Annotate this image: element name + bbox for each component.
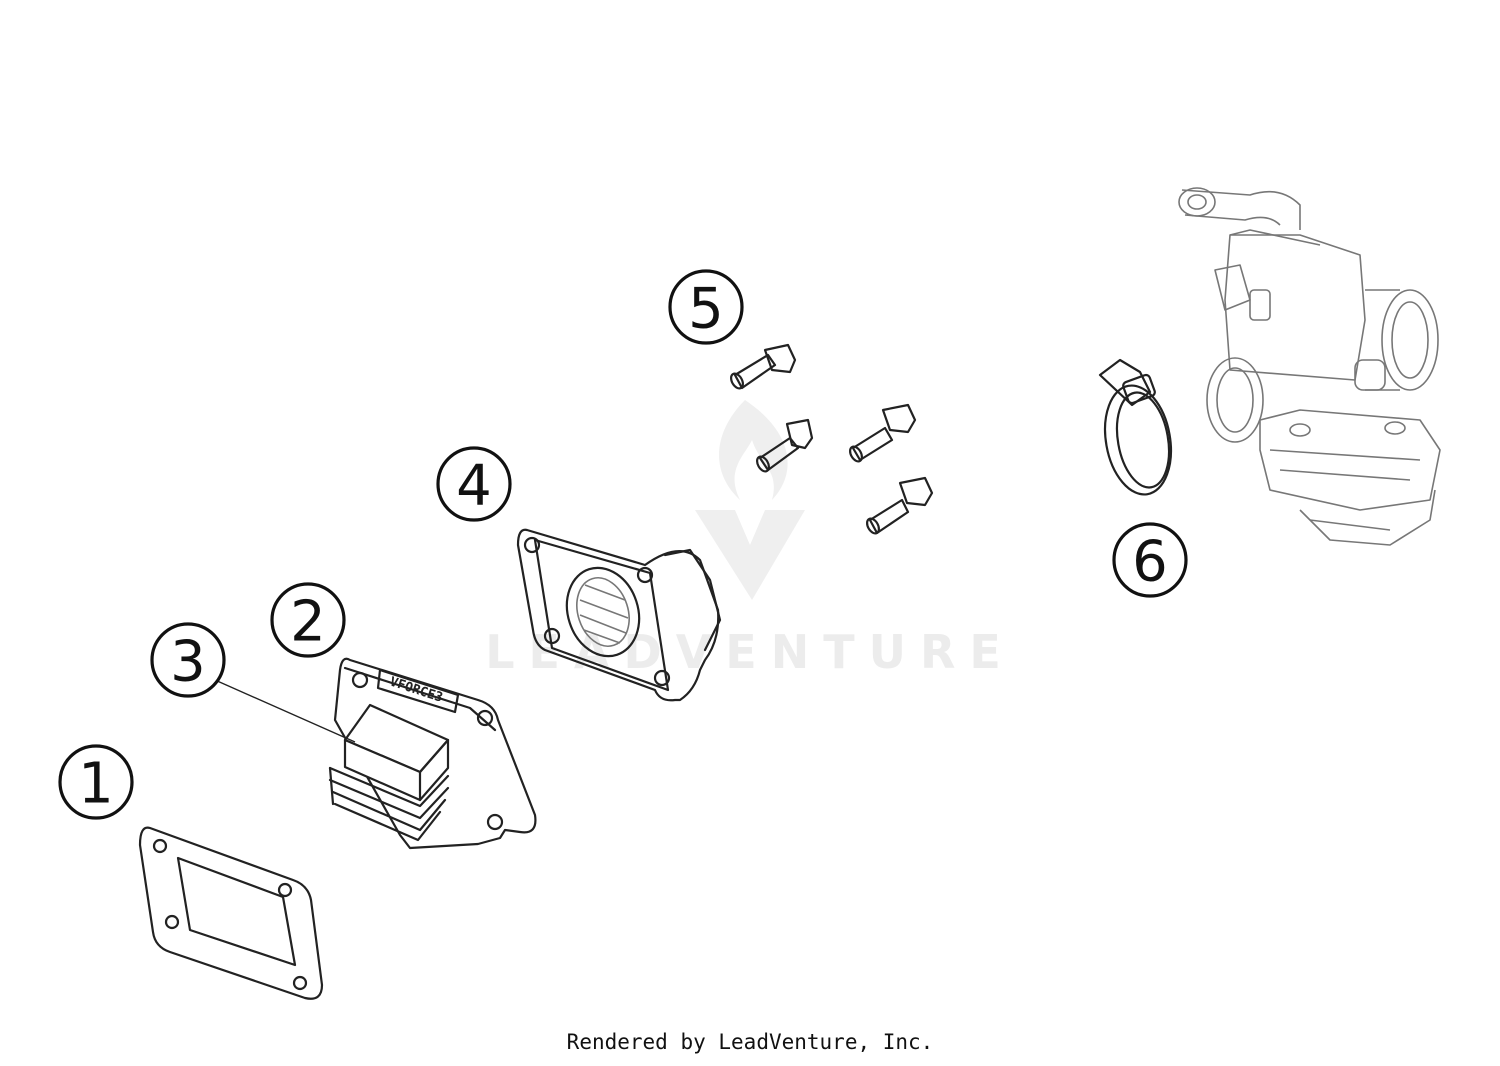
carburetor xyxy=(1178,187,1441,546)
callout-3-leader xyxy=(214,679,356,743)
screws xyxy=(730,343,934,535)
reed-petals xyxy=(328,703,450,842)
hose-clamp xyxy=(1098,358,1173,496)
callout-label: 2 xyxy=(290,590,326,655)
v-logo-mark xyxy=(695,510,805,600)
callout-5: 5 xyxy=(668,269,744,345)
callout-label: 3 xyxy=(170,630,206,695)
rendered-by-credit: Rendered by LeadVenture, Inc. xyxy=(566,1030,934,1054)
gasket xyxy=(138,826,324,1000)
callout-2: 2 xyxy=(270,582,346,658)
callout-label: 6 xyxy=(1132,530,1168,595)
callout-6: 6 xyxy=(1112,522,1188,598)
callout-label: 4 xyxy=(456,454,492,519)
vforce3-stamp: VFORCE3 xyxy=(388,675,445,706)
flame-logo-mark xyxy=(719,400,788,500)
screw xyxy=(756,418,814,473)
watermark-text: LEADVENTURE xyxy=(485,625,1015,679)
leadventure-watermark: LEADVENTURE xyxy=(485,400,1015,679)
screw xyxy=(849,403,917,463)
intake-manifold xyxy=(516,528,722,702)
screw xyxy=(730,343,797,390)
callout-1: 1 xyxy=(58,744,134,820)
callout-3: 3 xyxy=(150,622,226,698)
callout-label: 5 xyxy=(688,277,724,342)
callout-4: 4 xyxy=(436,446,512,522)
reed-valve-body: VFORCE3 xyxy=(333,657,537,850)
screw xyxy=(866,476,934,535)
callout-label: 1 xyxy=(78,752,114,817)
